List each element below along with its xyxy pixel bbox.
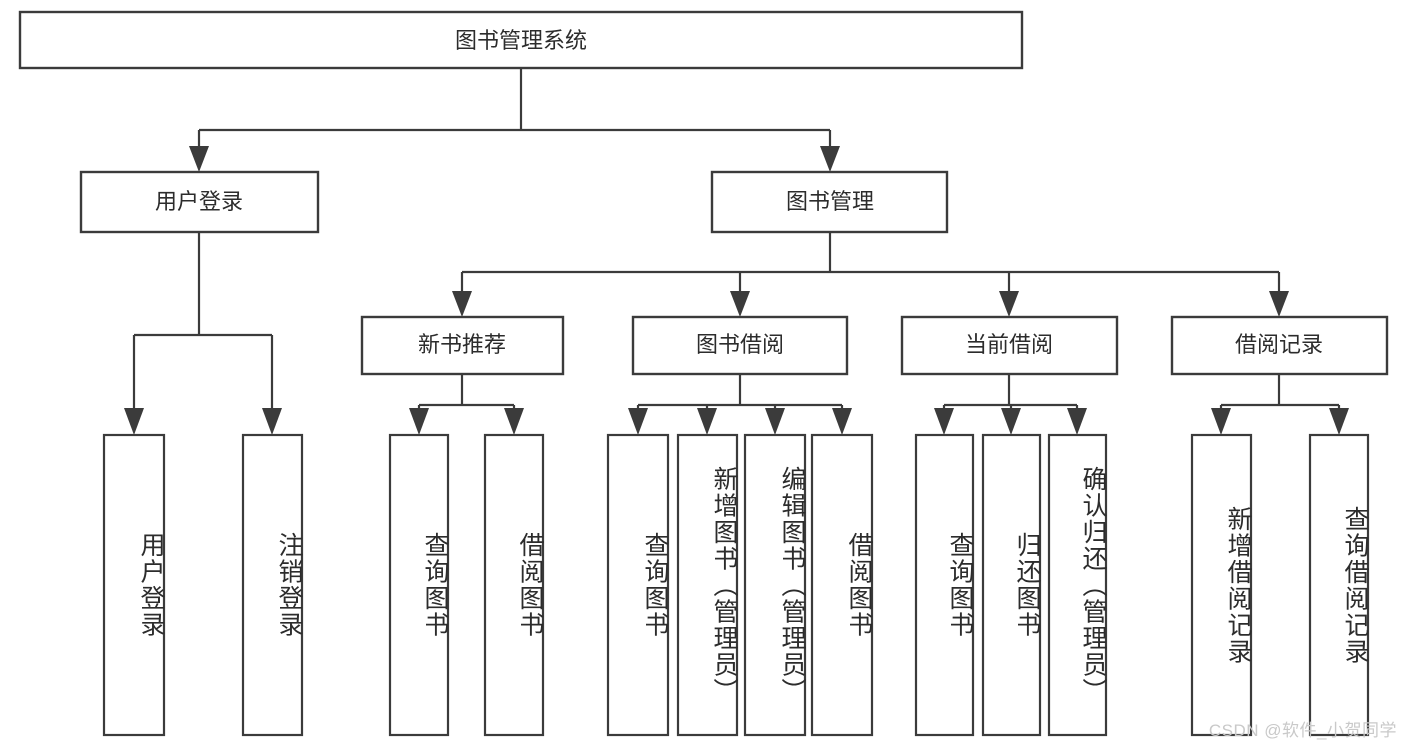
node-current-borrow-box[interactable] [900,315,1119,376]
arrow-icon-leaf-ul-1 [124,408,144,435]
arrow-icon-book-manage [820,146,840,172]
node-root-box[interactable] [18,10,1024,70]
arrow-icon-current-borrow [999,291,1019,317]
leaf-box-book-borrow-4[interactable] [810,433,874,737]
leaf-box-new-book-2[interactable] [483,433,545,737]
leaf-box-borrow-record-1[interactable] [1190,433,1253,737]
leaf-box-book-borrow-2[interactable] [676,433,739,737]
leaf-box-book-borrow-3[interactable] [743,433,807,737]
arrow-icon-borrow-record [1269,291,1289,317]
node-user-login-label: 用户登录 [155,189,243,214]
node-current-borrow[interactable]: 当前借阅 [900,315,1119,376]
node-book-borrow-box[interactable] [631,315,849,376]
node-book-manage-box[interactable] [710,170,949,234]
arrow-icon-leaf-bb-2 [697,408,717,435]
arrow-icon-leaf-nb-1 [409,408,429,435]
leaf-box-book-borrow-1[interactable] [606,433,670,737]
arrow-icon-leaf-ul-2 [262,408,282,435]
leaf-box-new-book-1[interactable] [388,433,450,737]
arrow-icon-leaf-cb-3 [1067,408,1087,435]
node-book-borrow[interactable]: 图书借阅 [631,315,849,376]
arrow-icon-leaf-nb-2 [504,408,524,435]
arrow-icon-leaf-cb-1 [934,408,954,435]
leaf-box-current-borrow-3[interactable] [1047,433,1108,737]
node-new-book-recommend-label: 新书推荐 [418,332,506,357]
arrow-icon-book-borrow [730,291,750,317]
node-borrow-record[interactable]: 借阅记录 [1170,315,1389,376]
node-user-login[interactable]: 用户登录 [79,170,320,234]
csdn-watermark: CSDN @软件_小贺同学 [1208,721,1397,740]
leaf-box-current-borrow-1[interactable] [914,433,975,737]
arrow-icon-user-login [189,146,209,172]
node-borrow-record-label: 借阅记录 [1235,332,1323,357]
node-new-book-recommend[interactable]: 新书推荐 [360,315,565,376]
arrow-icon-new-book [452,291,472,317]
leaf-box-user-login-2[interactable] [241,433,304,737]
node-new-book-recommend-box[interactable] [360,315,565,376]
node-current-borrow-label: 当前借阅 [965,332,1053,357]
arrowheads-layer [124,146,1349,435]
node-user-login-box[interactable] [79,170,320,234]
nodes-layer: 图书管理系统 用户登录 图书管理 新书推荐 图书借阅 当前 [18,10,1389,737]
arrow-icon-leaf-cb-2 [1001,408,1021,435]
arrow-icon-leaf-bb-3 [765,408,785,435]
leaf-box-user-login-1[interactable] [102,433,166,737]
node-root-label: 图书管理系统 [455,28,587,53]
leaf-box-current-borrow-2[interactable] [981,433,1042,737]
arrow-icon-leaf-br-2 [1329,408,1349,435]
node-book-borrow-label: 图书借阅 [696,332,784,357]
node-root[interactable]: 图书管理系统 [18,10,1024,70]
node-book-manage[interactable]: 图书管理 [710,170,949,234]
node-borrow-record-box[interactable] [1170,315,1389,376]
leaf-box-borrow-record-2[interactable] [1308,433,1370,737]
arrow-icon-leaf-bb-1 [628,408,648,435]
node-book-manage-label: 图书管理 [786,189,874,214]
arrow-icon-leaf-bb-4 [832,408,852,435]
arrow-icon-leaf-br-1 [1211,408,1231,435]
